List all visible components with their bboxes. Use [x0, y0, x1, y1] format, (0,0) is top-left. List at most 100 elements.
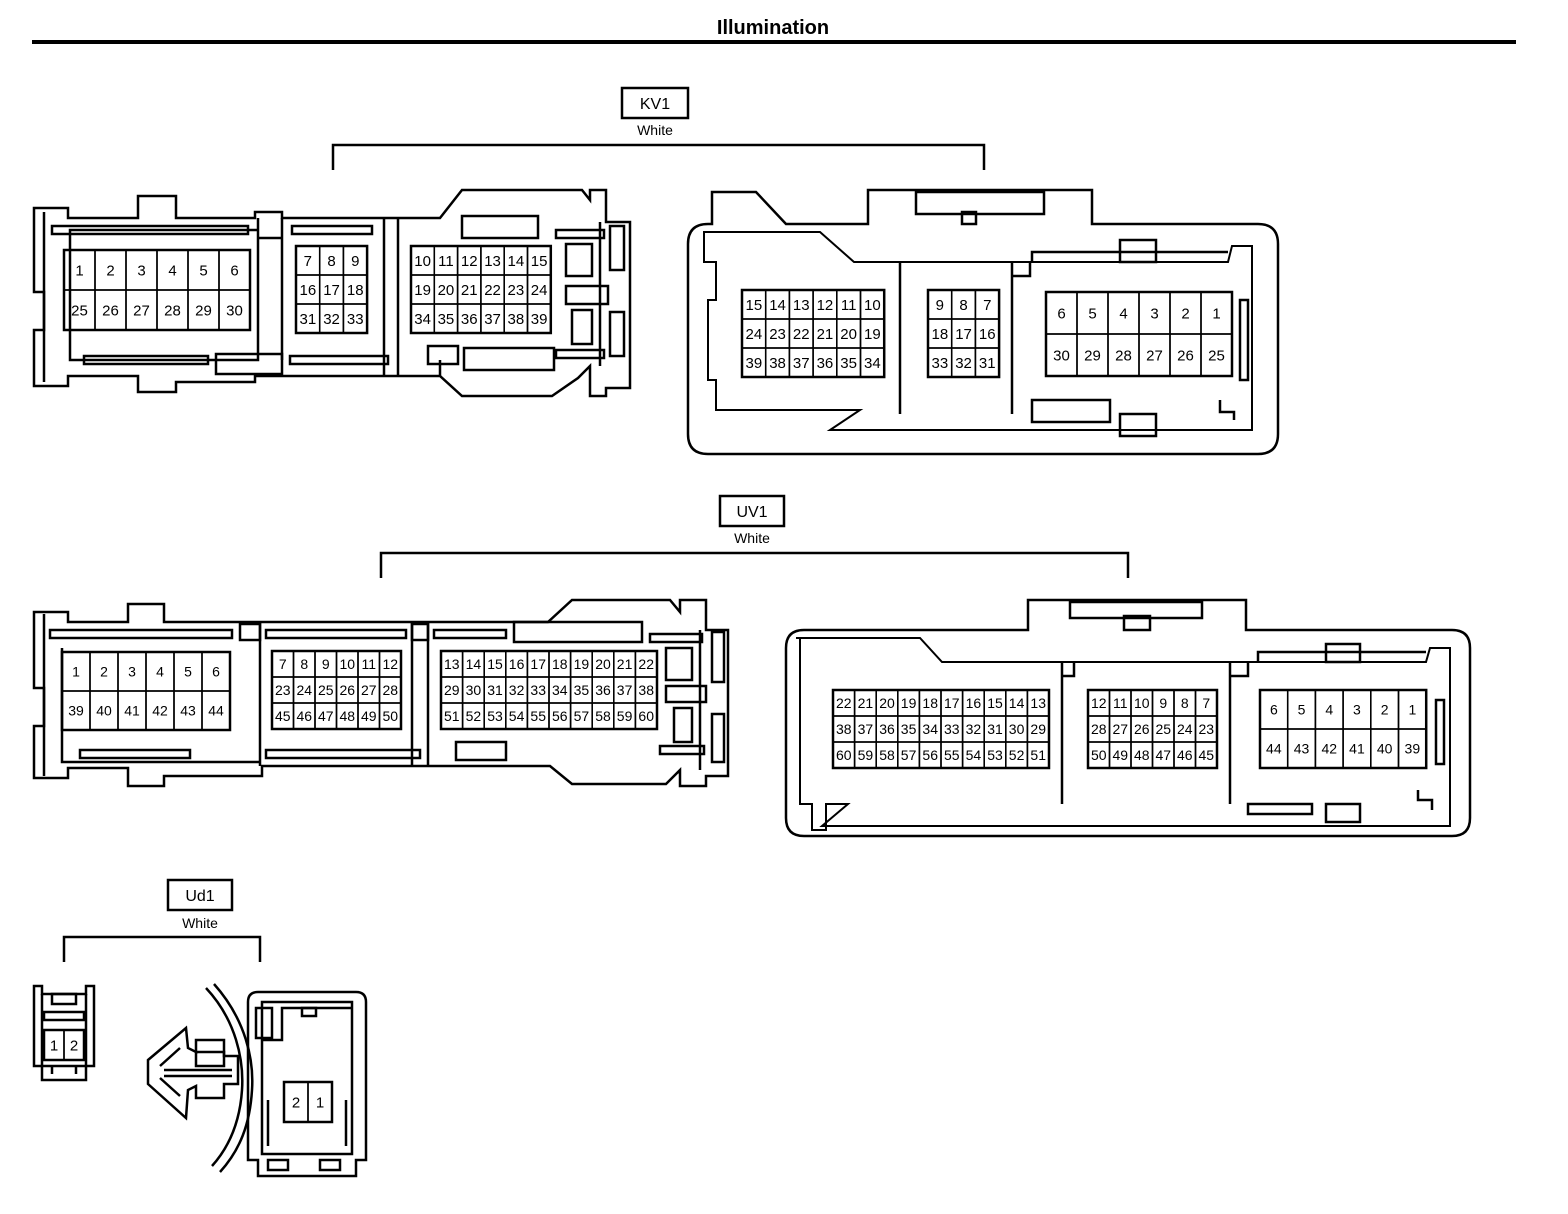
pin-number: 31 [987, 721, 1003, 737]
pin-number: 10 [1134, 695, 1150, 711]
pin-number: 17 [530, 656, 546, 672]
pin-number: 9 [936, 297, 944, 314]
kv1-female-housing [686, 188, 1280, 456]
pin-number: 34 [552, 682, 568, 698]
pin-number: 2 [106, 262, 114, 279]
pin-number: 57 [574, 708, 590, 724]
pin-number: 26 [102, 302, 119, 319]
pin-number: 5 [199, 262, 207, 279]
pin-number: 53 [987, 747, 1003, 763]
pin-number: 4 [1325, 702, 1333, 718]
pin-number: 14 [769, 297, 786, 314]
pin-number: 20 [438, 282, 455, 299]
pin-number: 52 [466, 708, 482, 724]
uv1-color: White [734, 530, 770, 546]
pin-number: 12 [1091, 695, 1107, 711]
pin-number: 16 [979, 326, 996, 343]
pin-number: 38 [508, 311, 525, 328]
pin-cell [342, 303, 368, 334]
pin-number: 58 [879, 747, 895, 763]
pin-number: 49 [361, 708, 377, 724]
pin-number: 2 [292, 1094, 300, 1111]
uv1-female-housing [784, 598, 1472, 838]
pin-number: 3 [1353, 702, 1361, 718]
pin-number: 25 [71, 302, 88, 319]
pin-number: 6 [212, 664, 220, 680]
pin-number: 7 [304, 253, 312, 270]
pin-number: 56 [552, 708, 568, 724]
pin-number: 41 [124, 703, 140, 719]
pin-number: 28 [1091, 721, 1107, 737]
kv1-bracket [331, 143, 986, 170]
pin-number: 39 [68, 703, 84, 719]
pin-number: 40 [1377, 741, 1393, 757]
pin-number: 33 [944, 721, 960, 737]
kv1-male-housing [32, 188, 632, 398]
pin-number: 33 [932, 355, 949, 372]
pin-number: 3 [1150, 305, 1158, 322]
pin-number: 26 [1134, 721, 1150, 737]
pin-number: 27 [133, 302, 150, 319]
pin-number: 6 [1270, 702, 1278, 718]
pin-number: 30 [466, 682, 482, 698]
pin-number: 10 [339, 656, 355, 672]
pin-number: 4 [1119, 305, 1127, 322]
pin-cell [1397, 728, 1427, 769]
pin-number: 10 [414, 253, 431, 270]
pin-number: 19 [414, 282, 431, 299]
pin-number: 20 [595, 656, 611, 672]
pin-number: 5 [184, 664, 192, 680]
ud1-bracket [62, 935, 262, 962]
pin-number: 15 [746, 297, 763, 314]
pin-number: 29 [1084, 347, 1101, 364]
pin-number: 35 [438, 311, 455, 328]
pin-number: 8 [327, 253, 335, 270]
pin-number: 36 [817, 355, 834, 372]
pin-number: 7 [279, 656, 287, 672]
uv1-label: UV1 [736, 504, 767, 521]
pin-number: 12 [817, 297, 834, 314]
pin-number: 43 [180, 703, 196, 719]
ud1-male-housing [32, 984, 96, 1082]
pin-number: 1 [316, 1094, 324, 1111]
pin-number: 1 [72, 664, 80, 680]
pin-number: 18 [932, 326, 949, 343]
pin-number: 8 [1181, 695, 1189, 711]
pin-number: 28 [164, 302, 181, 319]
pin-number: 6 [230, 262, 238, 279]
pin-number: 23 [769, 326, 786, 343]
kv1-label: KV1 [640, 96, 670, 113]
pin-number: 19 [864, 326, 881, 343]
pin-number: 56 [922, 747, 938, 763]
pin-number: 26 [339, 682, 355, 698]
pin-number: 19 [901, 695, 917, 711]
pin-number: 14 [466, 656, 482, 672]
pin-number: 12 [382, 656, 398, 672]
pin-number: 34 [922, 721, 938, 737]
pin-number: 36 [461, 311, 478, 328]
pin-number: 2 [1181, 305, 1189, 322]
pin-number: 25 [318, 682, 334, 698]
pin-number: 55 [944, 747, 960, 763]
pin-number: 1 [75, 262, 83, 279]
pin-number: 17 [955, 326, 972, 343]
pin-number: 39 [746, 355, 763, 372]
ud1-label: Ud1 [185, 888, 214, 905]
pin-number: 18 [347, 282, 364, 299]
pin-number: 2 [1381, 702, 1389, 718]
pin-number: 43 [1294, 741, 1310, 757]
pin-number: 4 [168, 262, 176, 279]
pin-cell [526, 303, 552, 334]
pin-number: 8 [959, 297, 967, 314]
pin-number: 7 [1202, 695, 1210, 711]
pin-number: 13 [793, 297, 810, 314]
pin-cell [307, 1081, 333, 1123]
pin-number: 50 [1091, 747, 1107, 763]
pin-number: 32 [509, 682, 525, 698]
pin-number: 23 [275, 682, 291, 698]
